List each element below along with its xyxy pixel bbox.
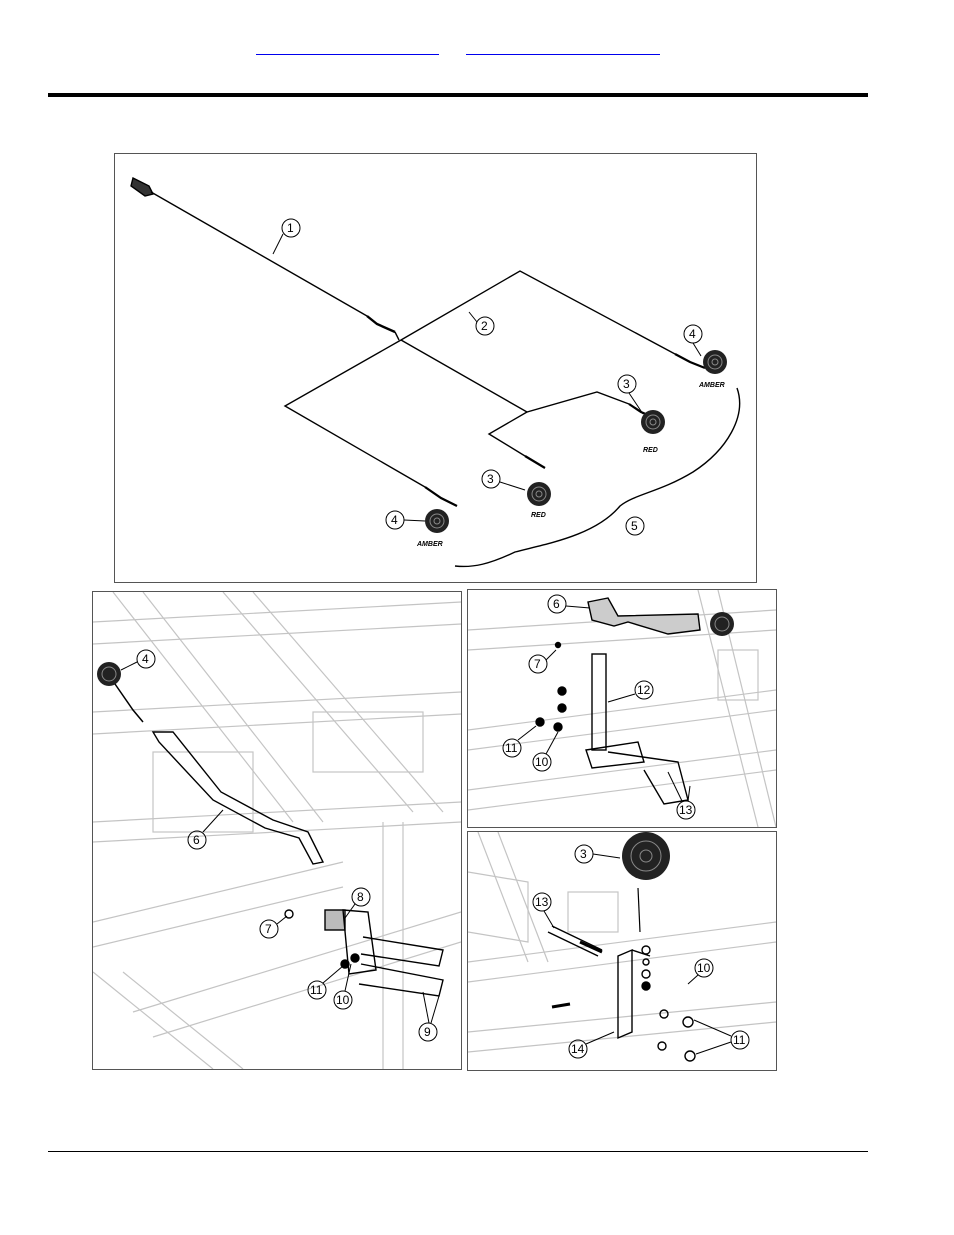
harness-diagram: AMBER RED RED AMBER 1 2 3 3 4 4 5: [130, 176, 741, 568]
nav-link-right[interactable]: [466, 36, 660, 55]
callout-circle: [481, 469, 501, 489]
callout-number: 6: [193, 833, 200, 847]
callout-number: 12: [637, 683, 651, 697]
callout-circle: [351, 887, 371, 907]
callout-number: 11: [733, 1033, 746, 1047]
lamp-label: AMBER: [698, 382, 725, 389]
callout-number: 14: [571, 1042, 585, 1056]
callout-circle: [532, 892, 552, 912]
callout-circle: [528, 654, 548, 674]
lamp-red-upper: [641, 410, 665, 434]
lamp-amber-mounted: [97, 662, 144, 723]
mount-bracket-left: [151, 731, 444, 997]
callout-number: 13: [535, 895, 549, 909]
callout-number: 8: [357, 890, 364, 904]
callout-circle: [187, 830, 207, 850]
callout-circle: [502, 738, 522, 758]
lamp-amber-lower: [425, 509, 449, 533]
callout-number: 11: [310, 983, 323, 997]
callout-circle: [333, 990, 353, 1010]
callout-circle: [625, 516, 645, 536]
frame-background: [468, 832, 776, 1053]
callout-number: 9: [424, 1025, 431, 1039]
lamp-label: RED: [531, 512, 546, 519]
callout-number: 13: [679, 803, 693, 817]
frame-background: [93, 592, 461, 1069]
callout-circle: [730, 1030, 750, 1050]
mount-right-bottom-diagram-panel: 3 10 11 13 14: [467, 831, 777, 1071]
callout-circle: [547, 594, 567, 614]
mount-bracket-right-top: [535, 597, 701, 805]
mount-right-top-diagram-panel: 6 7 10 11 12 13: [467, 589, 777, 828]
callout-number: 7: [265, 922, 272, 936]
lamp-amber-upper: [703, 350, 727, 374]
nav-link-left[interactable]: [256, 36, 439, 55]
header-rule: [48, 93, 868, 97]
callout-number: 3: [623, 377, 630, 391]
lamp-label: AMBER: [416, 541, 443, 548]
callout-number: 7: [534, 657, 541, 671]
callout-circle: [617, 374, 637, 394]
mount-left-diagram-panel: 4 6 7 8 9 10 11: [92, 591, 462, 1070]
callout-circle: [136, 649, 156, 669]
harness-plug: [130, 176, 155, 197]
harness-branch-upper: [400, 270, 676, 355]
callout-circle: [694, 958, 714, 978]
callout-number: 2: [481, 319, 488, 333]
callout-number: 10: [336, 993, 350, 1007]
lamp-mounted-right: [710, 612, 734, 636]
mount-right-bottom-diagram: 3 10 11 13 14: [468, 832, 776, 1062]
callout-circle: [475, 316, 495, 336]
harness-diagram-panel: AMBER RED RED AMBER 1 2 3 3 4 4 5: [114, 153, 757, 583]
callout-number: 10: [697, 961, 711, 975]
callout-number: 6: [553, 597, 560, 611]
mount-bracket-right-bottom: [547, 887, 696, 1062]
harness-brace: [454, 387, 741, 568]
harness-branch-mid: [400, 339, 630, 413]
callout-circle: [281, 218, 301, 238]
footer-rule: [48, 1151, 868, 1152]
callout-number: 1: [287, 221, 294, 235]
callout-circle: [532, 752, 552, 772]
callout-circle: [676, 800, 696, 820]
callout-number: 5: [631, 519, 638, 533]
harness-branch-lower: [283, 339, 426, 488]
callout-number: 4: [391, 513, 398, 527]
callout-circle: [568, 1039, 588, 1059]
callout-number: 10: [535, 755, 549, 769]
callout-circle: [418, 1022, 438, 1042]
callout-number: 3: [487, 472, 494, 486]
callout-circle: [259, 919, 279, 939]
callout-number: 3: [580, 847, 587, 861]
callout-circle: [634, 680, 654, 700]
mount-right-top-diagram: 6 7 10 11 12 13: [468, 590, 776, 827]
lamp-red-lower: [527, 482, 551, 506]
callout-number: 4: [142, 652, 149, 666]
mount-left-diagram: 4 6 7 8 9 10 11: [93, 592, 461, 1069]
callout-circle: [307, 980, 327, 1000]
lamp-label: RED: [643, 447, 658, 454]
lamp-red-mounted: [622, 832, 670, 880]
callout-number: 11: [505, 741, 518, 755]
harness-main-lead: [150, 191, 368, 317]
callout-number: 4: [689, 327, 696, 341]
